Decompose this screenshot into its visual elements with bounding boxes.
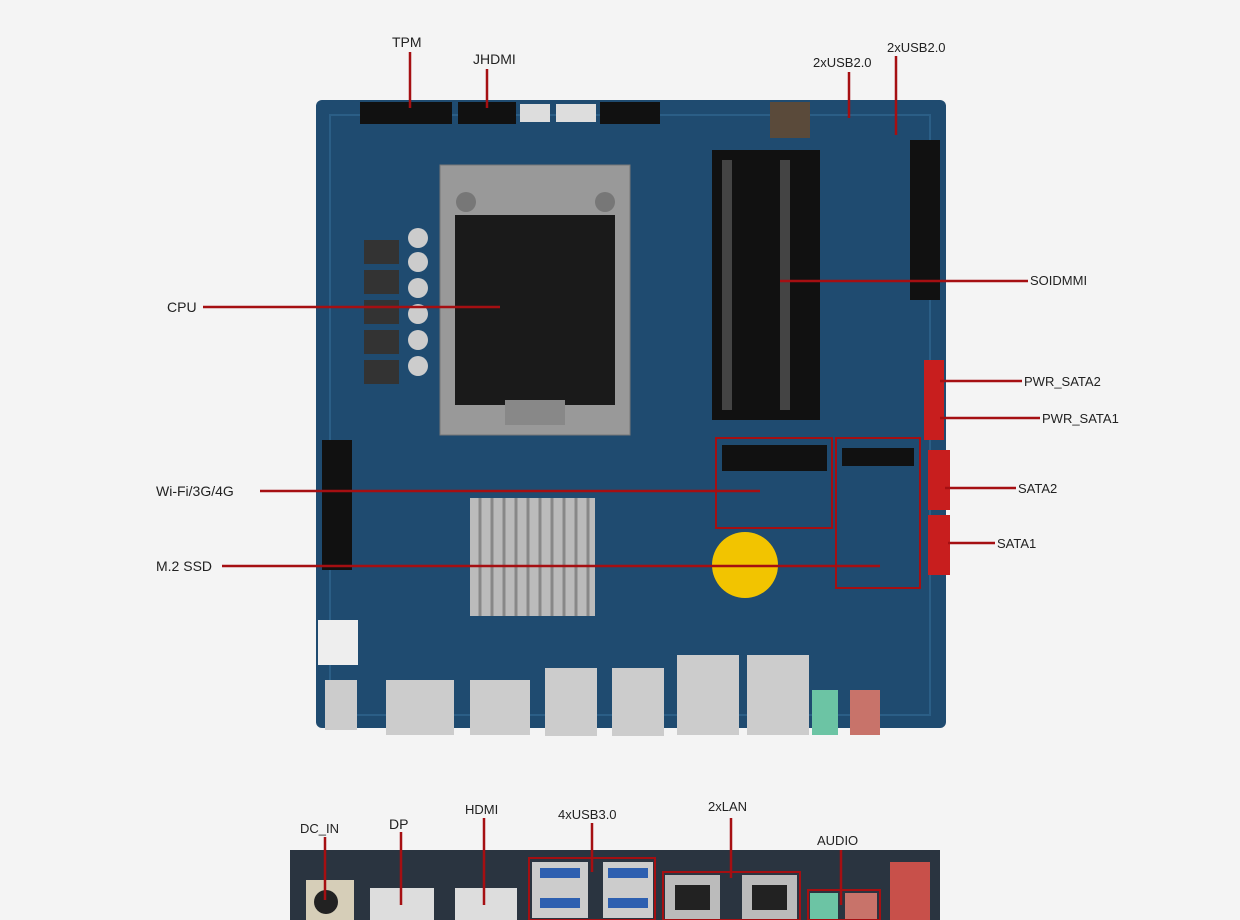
label-tpm: TPM [392, 34, 422, 50]
cpu-socket [439, 164, 631, 436]
label-lan: 2xLAN [708, 799, 748, 814]
label-dc-in: DC_IN [300, 821, 340, 836]
label-sata2: SATA2 [1018, 481, 1058, 496]
label-dp: DP [389, 816, 409, 832]
rear-panel-view [290, 850, 940, 920]
label-hdmi: HDMI [465, 802, 499, 817]
label-cpu: CPU [167, 299, 197, 315]
chipset-heatsink [470, 498, 595, 616]
label-audio: AUDIO [817, 833, 859, 848]
label-usb20-a: 2xUSB2.0 [813, 55, 872, 70]
sodimm-slots [712, 150, 820, 420]
label-soidmmi: SOIDMMI [1030, 273, 1088, 288]
label-sata1: SATA1 [997, 536, 1037, 551]
label-pwr-sata1: PWR_SATA1 [1042, 411, 1119, 426]
leader-lines [203, 52, 1040, 905]
label-wifi: Wi-Fi/3G/4G [156, 483, 234, 499]
label-jhdmi: JHDMI [473, 51, 516, 67]
label-usb30: 4xUSB3.0 [558, 807, 617, 822]
label-usb20-b: 2xUSB2.0 [887, 40, 946, 55]
label-pwr-sata2: PWR_SATA2 [1024, 374, 1101, 389]
motherboard-pcb [316, 100, 946, 728]
label-m2-ssd: M.2 SSD [156, 558, 213, 574]
